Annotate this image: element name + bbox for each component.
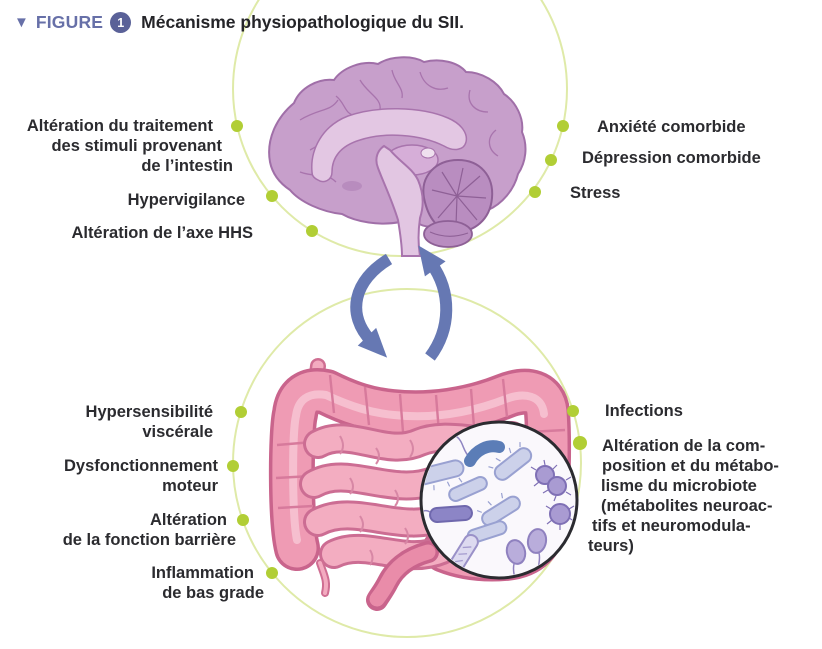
brain-illustration: [268, 56, 527, 257]
brainstem: [375, 144, 424, 257]
label-stimuli-processing: Altération du traitement des stimuli pro…: [27, 116, 233, 176]
label-line: position et du métabo-: [602, 457, 779, 475]
label-line: Altération de l’axe HHS: [71, 224, 253, 242]
label-line: Altération: [149, 511, 227, 529]
figure-label: FIGURE: [35, 12, 104, 32]
label-line: Dépression comorbide: [582, 149, 761, 167]
label-line: de bas grade: [162, 584, 264, 602]
label-line: Altération du traitement: [26, 117, 213, 135]
label-infections: Infections: [605, 401, 683, 421]
label-line: viscérale: [142, 423, 213, 441]
label-stress: Stress: [570, 183, 620, 203]
label-line: Anxiété comorbide: [597, 118, 746, 136]
label-line: Altération de la com-: [602, 437, 766, 455]
cocci: [530, 459, 575, 530]
cerebellum: [422, 158, 494, 248]
intestine-folds: [339, 435, 434, 566]
label-line: Hypervigilance: [127, 191, 245, 209]
connector-dot: [237, 514, 249, 526]
label-line: des stimuli provenant: [51, 137, 222, 155]
connector-dot: [266, 567, 278, 579]
corpus-callosum: [311, 107, 468, 183]
connector-dot: [306, 225, 318, 237]
label-motor-dysfunction: Dysfonctionnement moteur: [64, 456, 218, 496]
label-line: (métabolites neuroac-: [601, 497, 773, 515]
label-line: de l’intestin: [141, 157, 233, 175]
figure-header: ▼ FIGURE 1 Mécanisme physiopathologique …: [14, 12, 464, 33]
brain-orbit-circle: [232, 0, 568, 257]
label-depression: Dépression comorbide: [582, 148, 761, 168]
appendix: [316, 559, 331, 597]
connector-dot: [529, 186, 541, 198]
label-line: moteur: [162, 477, 218, 495]
label-hpa-axis: Altération de l’axe HHS: [71, 223, 253, 243]
label-line: Inflammation: [151, 564, 254, 582]
connector-dot: [573, 436, 587, 450]
oval-bacteria: [505, 528, 548, 576]
label-visceral-hypersensitivity: Hypersensibilité viscérale: [86, 402, 213, 442]
label-line: Hypersensibilité: [85, 403, 213, 421]
figure-number-badge: 1: [110, 12, 132, 33]
gut-to-brain-arrow: [418, 245, 453, 361]
label-line: de la fonction barrière: [62, 531, 236, 549]
label-line: Stress: [570, 184, 621, 202]
label-barrier-function: Altération de la fonction barrière: [63, 510, 236, 550]
connector-dot: [545, 154, 557, 166]
connector-dot: [231, 120, 243, 132]
label-hypervigilance: Hypervigilance: [128, 190, 245, 210]
connector-dot: [567, 405, 579, 417]
connector-dot: [227, 460, 239, 472]
label-line: Dysfonctionnement: [63, 457, 218, 475]
dark-bacterium: [429, 505, 473, 523]
label-line: lisme du microbiote: [601, 477, 757, 495]
label-low-grade-inflammation: Inflammation de bas grade: [151, 563, 264, 603]
figure-title: Mécanisme physiopathologique du SII.: [141, 12, 464, 32]
label-microbiome-alteration: Altération de la com- position et du mét…: [588, 436, 779, 556]
rectum: [366, 541, 439, 611]
label-line: tifs et neuromodula-: [592, 517, 751, 535]
bacteria: [423, 424, 575, 576]
connector-dot: [266, 190, 278, 202]
microbiome-magnifier: [419, 420, 579, 580]
figure-triangle-icon: ▼: [14, 14, 29, 31]
connector-dot: [557, 120, 569, 132]
brain-to-gut-arrow: [350, 253, 393, 358]
label-line: Infections: [605, 402, 683, 420]
connector-dot: [235, 406, 247, 418]
connector-dots: [227, 120, 587, 579]
label-anxiety: Anxiété comorbide: [597, 117, 746, 137]
label-line: teurs): [588, 537, 634, 555]
curved-bacterium: [464, 440, 505, 467]
